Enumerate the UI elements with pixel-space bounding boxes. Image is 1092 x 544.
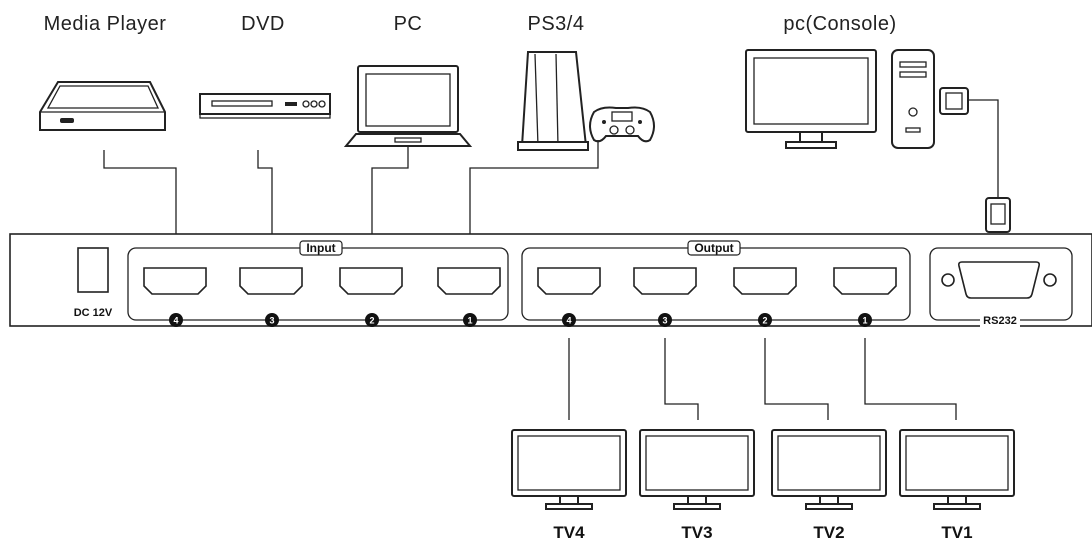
input-badge-2-text: 2 — [369, 316, 374, 326]
input-label-box — [299, 240, 343, 256]
input-port-4 — [143, 267, 207, 295]
tv4-device — [511, 429, 627, 510]
ps-console-device — [517, 51, 589, 151]
output-badge-3 — [658, 313, 672, 327]
input-cable-4 — [103, 150, 177, 265]
input-port-2 — [339, 267, 403, 295]
output-badge-2-text: 2 — [762, 316, 767, 326]
input-label: Input — [306, 241, 335, 255]
input-cable-2 — [371, 146, 409, 265]
tv2-device — [771, 429, 887, 510]
input-badge-1 — [463, 313, 477, 327]
rs232-label-bg — [980, 313, 1020, 327]
pc-tower-device — [891, 49, 935, 149]
input-port-1 — [437, 267, 501, 295]
input-cable-1 — [469, 140, 599, 265]
output-badge-4-text: 4 — [566, 316, 571, 326]
input-badge-1-text: 1 — [467, 316, 472, 326]
output-badge-2 — [758, 313, 772, 327]
output-badge-3-text: 3 — [662, 316, 667, 326]
input-badge-2 — [365, 313, 379, 327]
input-badge-3-text: 3 — [269, 316, 274, 326]
media-player-device — [39, 81, 166, 131]
ps-label: PS3/4 — [528, 13, 585, 35]
rs232-cable — [992, 99, 999, 198]
tv3-label: TV3 — [681, 523, 712, 542]
output-cable-3 — [664, 338, 699, 420]
console-monitor-device — [745, 49, 877, 149]
rs232-label: RS232 — [983, 315, 1017, 327]
input-number-badges: 4 3 2 1 — [169, 313, 477, 327]
dc-power-jack — [77, 247, 109, 293]
input-badge-4 — [169, 313, 183, 327]
input-badge-3 — [265, 313, 279, 327]
output-label-box — [687, 240, 741, 256]
tv1-label: TV1 — [941, 523, 972, 542]
output-badge-1 — [858, 313, 872, 327]
output-port-4 — [537, 267, 601, 295]
output-cable-1 — [864, 338, 957, 420]
output-badge-1-text: 1 — [862, 316, 867, 326]
laptop-device — [343, 65, 473, 147]
output-label: Output — [694, 241, 733, 255]
rs232-port — [941, 261, 1057, 299]
input-port-3 — [239, 267, 303, 295]
pc-label: PC — [394, 13, 423, 35]
dc-label: DC 12V — [74, 307, 113, 319]
console-label: pc(Console) — [783, 13, 896, 35]
output-number-badges: 4 3 2 1 — [562, 313, 872, 327]
tv2-label: TV2 — [813, 523, 844, 542]
media-player-label: Media Player — [44, 13, 167, 35]
controller-icon — [589, 106, 655, 143]
tv1-device — [899, 429, 1015, 510]
vga-plug-top-icon — [939, 87, 992, 115]
output-port-2 — [733, 267, 797, 295]
input-badge-4-text: 4 — [173, 316, 178, 326]
output-port-3 — [633, 267, 697, 295]
tv4-label: TV4 — [553, 523, 585, 542]
dvd-device — [199, 93, 331, 119]
dvd-label: DVD — [241, 13, 285, 35]
output-port-1 — [833, 267, 897, 295]
output-cable-2 — [764, 338, 829, 420]
tv3-device — [639, 429, 755, 510]
input-cable-3 — [257, 150, 273, 265]
output-badge-4 — [562, 313, 576, 327]
vga-plug-bottom-icon — [985, 197, 1011, 233]
